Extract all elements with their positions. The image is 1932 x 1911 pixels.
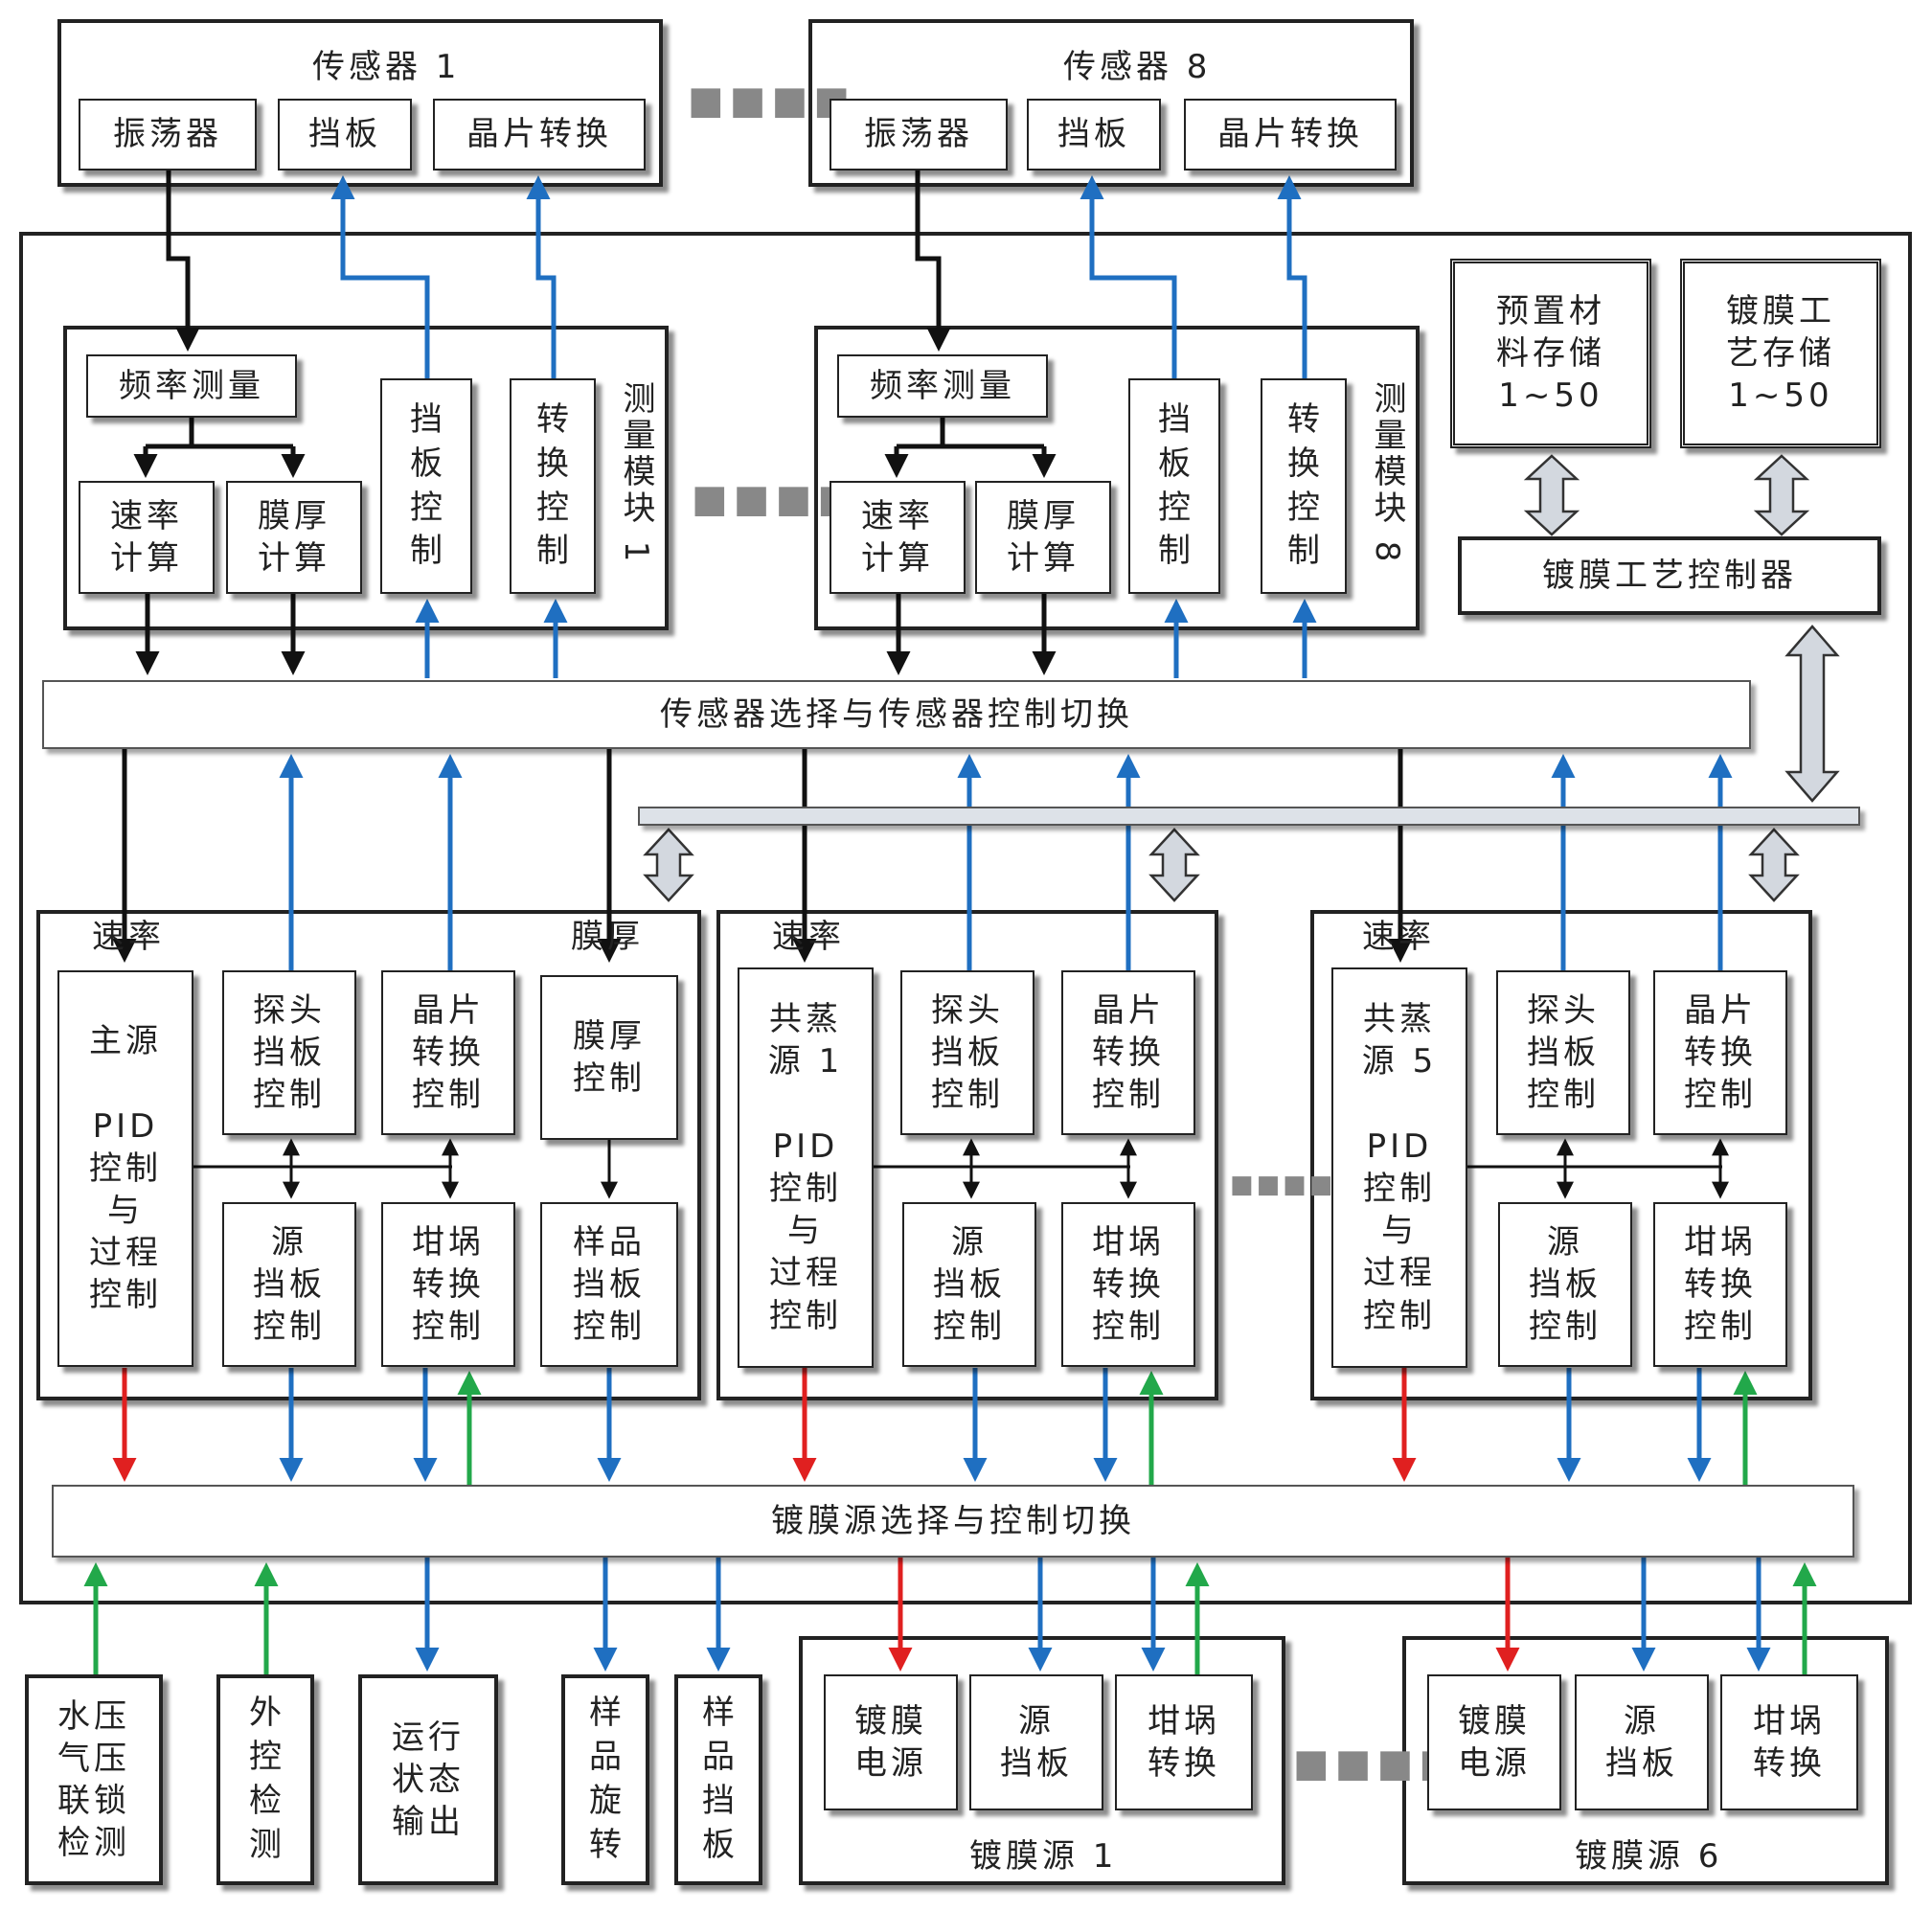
- sensor-1-shutter: 挡板: [278, 99, 412, 171]
- group-3-crystal-switch-ctrl: 晶片 转换 控制: [1653, 970, 1787, 1135]
- group-1-thickness-ctrl: 膜厚 控制: [540, 975, 678, 1140]
- group-1-thickness-label: 膜厚: [571, 918, 644, 956]
- bidir-arrow-group-1: [643, 828, 694, 902]
- sensors-ellipsis: ■■■■: [688, 79, 856, 123]
- internal-data-bus: [638, 807, 1860, 826]
- bidir-arrow-group-2: [1148, 828, 1200, 902]
- module-1-freq-measure: 频率测量: [86, 354, 297, 418]
- source-6-shutter: 源 挡板: [1575, 1674, 1709, 1810]
- bidir-arrow-process: [1753, 454, 1810, 536]
- source-6-power: 镀膜 电源: [1427, 1674, 1561, 1810]
- group-2-crucible-switch: 坩埚 转换 控制: [1061, 1202, 1195, 1367]
- sample-rotation: 样品旋转: [561, 1674, 649, 1885]
- external-control-detect: 外控检测: [216, 1674, 314, 1885]
- sensor-1-crystal-switch: 晶片转换: [433, 99, 646, 171]
- bidir-arrow-material: [1523, 454, 1580, 536]
- module-1-thickness-calc: 膜厚 计算: [226, 481, 362, 594]
- module-1-shutter-control: 挡板控制: [380, 378, 472, 594]
- bidir-arrow-group-3: [1748, 828, 1800, 902]
- sensor-8-crystal-switch: 晶片转换: [1184, 99, 1397, 171]
- sensor-1-oscillator: 振荡器: [79, 99, 257, 171]
- wire-crystal8: [1277, 175, 1307, 378]
- controller-frame: [19, 232, 1912, 1604]
- sensor-1: 传感器 1: [57, 19, 663, 187]
- coating-source-1-title: 镀膜源 1: [969, 1837, 1118, 1876]
- source-select-bus: 镀膜源选择与控制切换: [52, 1485, 1854, 1558]
- module-8-label: 测量模块 8: [1368, 381, 1406, 566]
- module-1-crystal-control: 转换控制: [510, 378, 596, 594]
- group-2-source-shutter: 源 挡板 控制: [902, 1202, 1036, 1367]
- group-2-crystal-switch-ctrl: 晶片 转换 控制: [1061, 970, 1195, 1135]
- source-1-shutter: 源 挡板: [969, 1674, 1103, 1810]
- main-source-pid: 主源 PID 控制 与 过程 控制: [57, 970, 193, 1367]
- co-source-1-pid: 共蒸 源 1 PID 控制 与 过程 控制: [738, 967, 874, 1368]
- sample-shutter-output: 样品挡板: [674, 1674, 762, 1885]
- module-8-thickness-calc: 膜厚 计算: [975, 481, 1111, 594]
- group-1-crystal-switch-ctrl: 晶片 转换 控制: [381, 970, 515, 1135]
- wire-osc8-freq: [915, 171, 951, 352]
- group-3-source-shutter: 源 挡板 控制: [1498, 1202, 1632, 1367]
- source-1-crucible: 坩埚 转换: [1115, 1674, 1253, 1810]
- sensor-8: 传感器 8: [808, 19, 1414, 187]
- module-1-rate-calc: 速率 计算: [79, 481, 215, 594]
- coating-source-6-title: 镀膜源 6: [1575, 1837, 1723, 1876]
- source-1-power: 镀膜 电源: [824, 1674, 958, 1810]
- wire-crystal1: [526, 175, 557, 378]
- source-6-crucible: 坩埚 转换: [1720, 1674, 1858, 1810]
- group-3-crucible-switch: 坩埚 转换 控制: [1653, 1202, 1787, 1367]
- water-air-interlock: 水压 气压 联锁 检测: [25, 1674, 163, 1885]
- group-1-sample-shutter: 样品 挡板 控制: [540, 1202, 678, 1367]
- sensor-8-shutter: 挡板: [1027, 99, 1161, 171]
- sensor-8-oscillator: 振荡器: [830, 99, 1008, 171]
- modules-ellipsis: ■■■■: [692, 477, 860, 521]
- material-storage: 预置材 料存储 1~50: [1450, 259, 1651, 448]
- group-2-rate-label: 速率: [772, 918, 845, 956]
- wire-shutter1: [330, 175, 430, 378]
- module-8-shutter-control: 挡板控制: [1128, 378, 1220, 594]
- group-3-rate-label: 速率: [1362, 918, 1435, 956]
- measurement-module-1: [63, 326, 669, 630]
- group-1-rate-label: 速率: [92, 918, 165, 956]
- wire-osc1-freq: [166, 171, 200, 352]
- wire-shutter8: [1080, 175, 1177, 378]
- group-2-probe-shutter: 探头 挡板 控制: [900, 970, 1034, 1135]
- process-storage: 镀膜工 艺存储 1~50: [1680, 259, 1881, 448]
- sensor-1-title: 传感器 1: [312, 48, 461, 86]
- control-group-main: [36, 910, 701, 1400]
- sensor-select-bus: 传感器选择与传感器控制切换: [42, 680, 1751, 749]
- sensor-8-title: 传感器 8: [1063, 48, 1212, 86]
- module-1-label: 测量模块 1: [617, 381, 655, 566]
- group-3-probe-shutter: 探头 挡板 控制: [1496, 970, 1630, 1135]
- group-1-crucible-switch: 坩埚 转换 控制: [381, 1202, 515, 1367]
- bidir-arrow-controller: [1784, 625, 1840, 803]
- module-8-rate-calc: 速率 计算: [830, 481, 966, 594]
- group-1-probe-shutter: 探头 挡板 控制: [222, 970, 356, 1135]
- module-8-crystal-control: 转换控制: [1261, 378, 1347, 594]
- group-1-source-shutter: 源 挡板 控制: [222, 1202, 356, 1367]
- measurement-module-8: [814, 326, 1420, 630]
- co-source-5-pid: 共蒸 源 5 PID 控制 与 过程 控制: [1331, 967, 1467, 1368]
- process-controller: 镀膜工艺控制器: [1458, 536, 1881, 615]
- module-8-freq-measure: 频率测量: [837, 354, 1048, 418]
- run-status-output: 运行 状态 输出: [358, 1674, 498, 1885]
